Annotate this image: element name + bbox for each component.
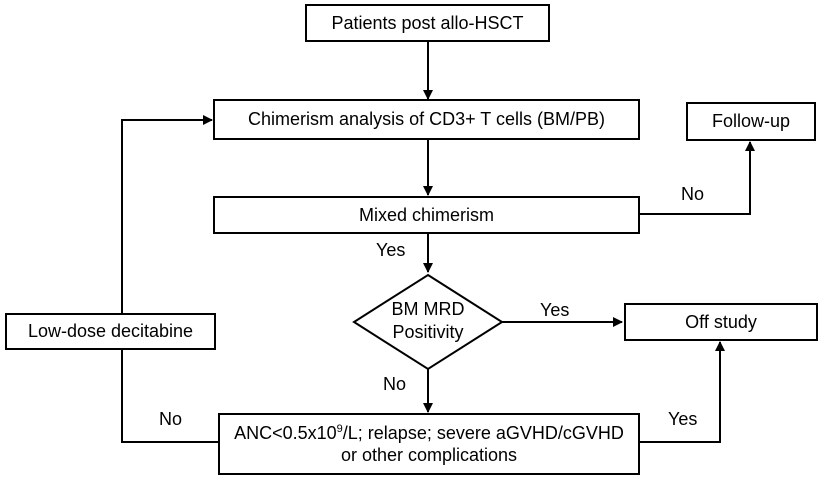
offstudy-node-label: Off study bbox=[685, 311, 757, 332]
arrow-complications-to-offstudy bbox=[640, 341, 725, 443]
edge-label-comp-no: No bbox=[159, 409, 183, 429]
start-node-label: Patients post allo-HSCT bbox=[331, 12, 524, 33]
mrd-node-label: BM MRD Positivity bbox=[368, 298, 488, 345]
mixed-chimerism-node-label: Mixed chimerism bbox=[358, 204, 495, 225]
complications-line1: ANC<0.5x109/L; relapse; severe aGVHD/cGV… bbox=[234, 422, 624, 443]
followup-node-label: Follow-up bbox=[711, 111, 791, 132]
edge-label-mixed-no: No bbox=[681, 184, 705, 204]
mrd-label-line2: Positivity bbox=[392, 322, 464, 343]
edge-label-comp-yes: Yes bbox=[668, 409, 698, 429]
edge-label-mixed-yes: Yes bbox=[376, 240, 406, 260]
followup-node: Follow-up bbox=[686, 102, 816, 141]
complications-node: ANC<0.5x109/L; relapse; severe aGVHD/cGV… bbox=[218, 413, 640, 475]
chimerism-node-label: Chimerism analysis of CD3+ T cells (BM/P… bbox=[248, 109, 605, 130]
arrow-decitabine-to-chimerism bbox=[121, 115, 213, 313]
line-complications-to-decitabine bbox=[121, 349, 218, 443]
offstudy-node: Off study bbox=[624, 303, 818, 341]
edge-label-mrd-no: No bbox=[383, 374, 407, 394]
mrd-label-line1: BM MRD bbox=[391, 299, 465, 319]
complications-line2: or other complications bbox=[340, 445, 518, 465]
decision-diamond bbox=[352, 273, 504, 371]
start-node: Patients post allo-HSCT bbox=[305, 4, 550, 42]
arrow-mixed-to-followup bbox=[640, 141, 755, 215]
decitabine-node-label: Low-dose decitabine bbox=[27, 321, 194, 342]
mixed-chimerism-node: Mixed chimerism bbox=[213, 196, 640, 234]
decitabine-node: Low-dose decitabine bbox=[5, 313, 216, 350]
edge-label-mrd-yes: Yes bbox=[540, 300, 570, 320]
chimerism-node: Chimerism analysis of CD3+ T cells (BM/P… bbox=[213, 99, 640, 140]
